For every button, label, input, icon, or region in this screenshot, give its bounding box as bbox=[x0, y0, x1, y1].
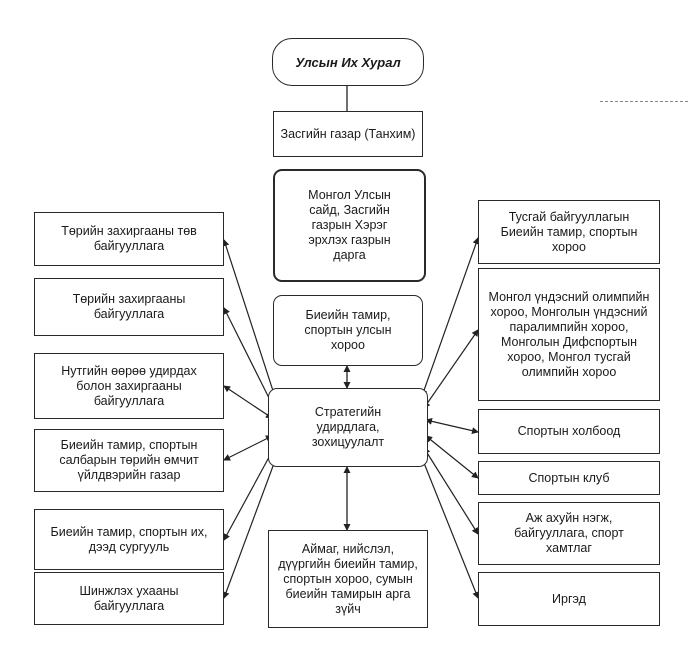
parliament-node: Улсын Их Хурал bbox=[272, 38, 424, 86]
strategy-node: Стратегийн удирдлага, зохицуулалт bbox=[268, 388, 428, 467]
link-left-6 bbox=[222, 457, 278, 599]
right-node-3: Спортын холбоод bbox=[478, 409, 660, 454]
link-left-4 bbox=[223, 435, 273, 461]
link-right-1 bbox=[420, 237, 480, 397]
link-left-5 bbox=[223, 447, 275, 541]
minister-node: Монгол Улсын сайд, Засгийн газрын Хэрэг … bbox=[273, 169, 426, 282]
link-right-4 bbox=[425, 435, 479, 479]
right-node-6: Иргэд bbox=[478, 572, 660, 626]
right-node-2: Монгол үндэсний олимпийн хороо, Монголын… bbox=[478, 268, 660, 401]
link-left-2 bbox=[223, 307, 275, 409]
bottom-node: Аймаг, нийслэл, дүүргийн биеийн тамир, с… bbox=[268, 530, 428, 628]
left-node-2: Төрийн захиргааны байгууллага bbox=[34, 278, 224, 336]
committee-node: Биеийн тамир, спортын улсын хороо bbox=[273, 295, 423, 366]
link-left-3 bbox=[223, 385, 273, 419]
left-node-3: Нутгийн өөрөө удирдах болон захиргааны б… bbox=[34, 353, 224, 419]
cabinet-node: Засгийн газар (Танхим) bbox=[273, 111, 423, 157]
link-right-5 bbox=[423, 447, 479, 535]
link-right-2 bbox=[423, 329, 479, 409]
right-node-1: Тусгай байгууллагын Биеийн тамир, спорты… bbox=[478, 200, 660, 264]
dashed-divider bbox=[600, 101, 688, 102]
left-node-6: Шинжлэх ухааны байгууллага bbox=[34, 572, 224, 625]
left-node-5: Биеийн тамир, спортын их, дээд сургууль bbox=[34, 509, 224, 570]
link-right-6 bbox=[420, 457, 480, 599]
link-right-3 bbox=[425, 417, 479, 435]
left-node-1: Төрийн захиргааны төв байгууллага bbox=[34, 212, 224, 266]
link-left-1 bbox=[222, 239, 278, 401]
left-node-4: Биеийн тамир, спортын салбарын төрийн өм… bbox=[34, 429, 224, 492]
right-node-5: Аж ахуйн нэгж, байгууллага, спорт хамтла… bbox=[478, 502, 660, 565]
right-node-4: Спортын клуб bbox=[478, 461, 660, 495]
